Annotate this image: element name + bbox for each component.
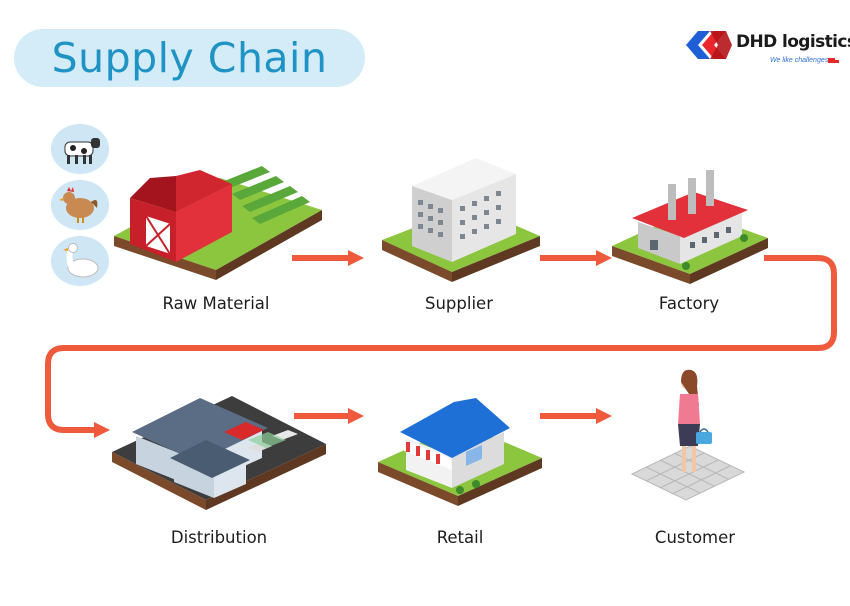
- office-building-icon: [382, 158, 540, 282]
- cow-icon: [51, 124, 109, 174]
- arrow-raw-to-supplier: [292, 250, 364, 266]
- stage-label-supplier: Supplier: [425, 294, 493, 313]
- arrow-distribution-to-retail: [294, 408, 364, 424]
- page-title: Supply Chain: [51, 34, 328, 82]
- arrow-retail-to-customer: [540, 408, 612, 424]
- logo-truck-icon: [828, 58, 839, 63]
- brand-logo: DHD logistics We like challenges: [686, 28, 850, 72]
- stage-label-retail: Retail: [436, 528, 484, 547]
- logo-mark-icon: [686, 31, 732, 59]
- flow-arrows: [45, 250, 837, 438]
- goose-icon: [51, 236, 109, 286]
- factory-icon: [612, 170, 768, 284]
- warehouse-icon: [112, 396, 326, 510]
- barn-farm-icon: [114, 166, 322, 280]
- arrow-supplier-to-factory: [540, 250, 612, 266]
- brand-tagline: We like challenges: [770, 57, 829, 64]
- customer-person-icon: [630, 369, 746, 501]
- title-banner: Supply Chain: [14, 29, 365, 87]
- brand-name: DHD logistics: [736, 32, 850, 52]
- stage-label-raw-material: Raw Material: [162, 294, 270, 313]
- retail-shop-icon: [378, 398, 542, 506]
- stage-label-customer: Customer: [654, 528, 736, 547]
- stage-label-factory: Factory: [658, 294, 720, 313]
- stage-label-distribution: Distribution: [170, 528, 268, 547]
- arrow-factory-to-distribution: [45, 255, 837, 438]
- chicken-icon: [51, 180, 109, 230]
